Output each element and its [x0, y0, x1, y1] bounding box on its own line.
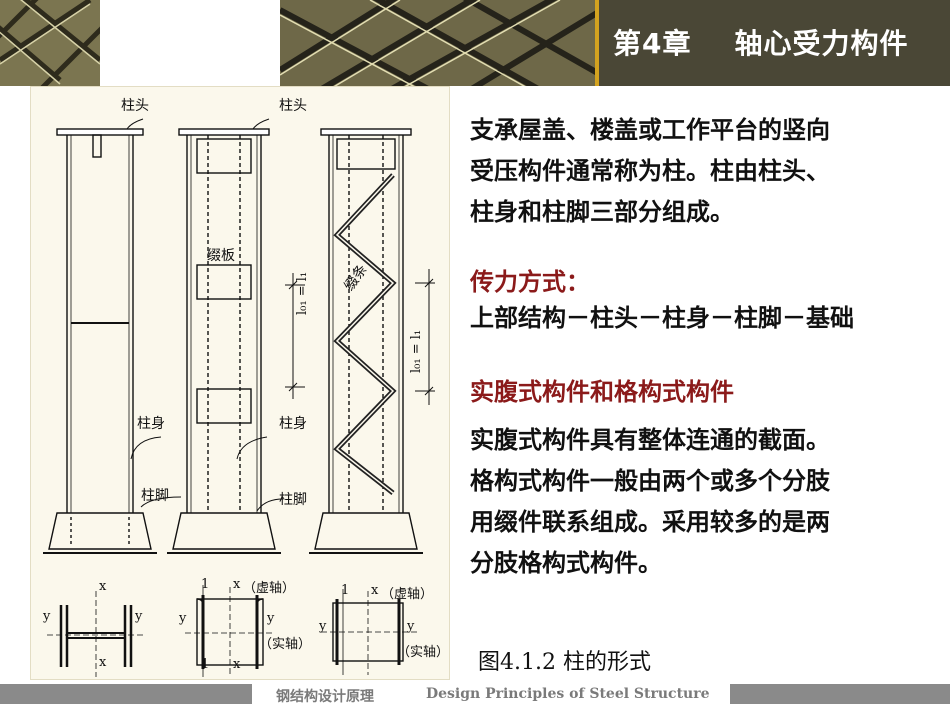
label-zhujiao-1: 柱脚: [141, 488, 169, 504]
label-sec2-y-right: y: [267, 611, 275, 626]
label-sec3-shi-axis: （实轴）: [397, 645, 450, 660]
label-sec1-x-bottom: x: [99, 655, 107, 670]
types-heading: 实腹式构件和格构式构件: [470, 378, 734, 406]
label-sec3-y-left: y: [319, 619, 327, 634]
label-sec3-y-right: y: [407, 619, 415, 634]
column-drawings: [43, 118, 435, 677]
battened-section-drawing: [185, 585, 275, 677]
leader-lines: [126, 118, 284, 512]
label-sec3-x-top: x: [371, 583, 379, 598]
types-line: 分肢格构式构件。: [470, 549, 662, 577]
label-sec3-xu-axis: （虚轴）: [381, 587, 434, 602]
intro-line: 柱身和柱脚三部分组成。: [470, 198, 734, 226]
label-length-left: l₀₁ = l₁: [295, 271, 310, 315]
header-photo-middle: [280, 0, 595, 86]
label-zhuishen-2: 柱身: [279, 416, 307, 432]
label-zhutou-1: 柱头: [121, 98, 149, 114]
transfer-path: 上部结构－柱头－柱身－柱脚－基础: [470, 304, 854, 332]
header: 第4章 轴心受力构件: [0, 0, 950, 86]
label-sec2-1-top: 1: [201, 577, 210, 592]
label-length-right: l₀₁ = l₁: [409, 329, 424, 373]
label-sec2-shi-axis: （实轴）: [259, 637, 312, 652]
intro-paragraph: 支承屋盖、楼盖或工作平台的竖向 受压构件通常称为柱。柱由柱头、 柱身和柱脚三部分…: [470, 110, 830, 233]
chapter-title-box: 第4章 轴心受力构件: [595, 0, 950, 86]
intro-line: 支承屋盖、楼盖或工作平台的竖向: [470, 116, 830, 144]
figure-caption: 图4.1.2 柱的形式: [478, 650, 651, 675]
label-sec2-xu-axis: （虚轴）: [243, 581, 296, 596]
label-sec2-y-left: y: [179, 611, 187, 626]
types-paragraph: 实腹式构件具有整体连通的截面。 格构式构件一般由两个或多个分肢 用缀件联系组成。…: [470, 420, 830, 584]
label-sec2-x-top: x: [233, 577, 241, 592]
chapter-title: 第4章 轴心受力构件: [613, 27, 909, 60]
header-photo-left: [0, 0, 100, 86]
label-sec1-y-right: y: [135, 609, 143, 624]
label-sec1-y-left: y: [43, 609, 51, 624]
laced-section-drawing: [321, 589, 417, 675]
footer: 钢结构设计原理 Design Principles of Steel Struc…: [0, 684, 950, 705]
label-zhujiao-2: 柱脚: [279, 492, 307, 508]
types-line: 实腹式构件具有整体连通的截面。: [470, 426, 830, 454]
footer-title-cn: 钢结构设计原理: [276, 689, 374, 705]
dimension-lines: [285, 269, 435, 405]
label-zhuishen-1: 柱身: [137, 416, 165, 432]
label-sec2-x-bottom: x: [233, 657, 241, 672]
h-section-drawing: [47, 591, 145, 677]
label-sec2-1-bottom: 1: [201, 657, 210, 672]
label-zhutou-2: 柱头: [279, 98, 307, 114]
label-sec3-1-top: 1: [341, 583, 350, 598]
footer-title-en: Design Principles of Steel Structure: [426, 686, 710, 702]
types-line: 用缀件联系组成。采用较多的是两: [470, 508, 830, 536]
transfer-heading: 传力方式：: [470, 268, 590, 296]
footer-bar-right: [730, 684, 950, 704]
label-sec1-x-top: x: [99, 579, 107, 594]
battened-column: [167, 128, 281, 554]
solid-web-column: [43, 128, 157, 554]
footer-bar-left: [0, 684, 252, 704]
label-zhuiban: 缀板: [207, 248, 235, 264]
laced-column: [309, 128, 423, 554]
column-forms-figure: 柱头 柱头 缀板 缀条 l₀₁ = l₁ l₀₁ = l₁ 柱身 柱身 柱脚 柱…: [30, 86, 450, 680]
intro-line: 受压构件通常称为柱。柱由柱头、: [470, 157, 830, 185]
types-line: 格构式构件一般由两个或多个分肢: [470, 467, 830, 495]
